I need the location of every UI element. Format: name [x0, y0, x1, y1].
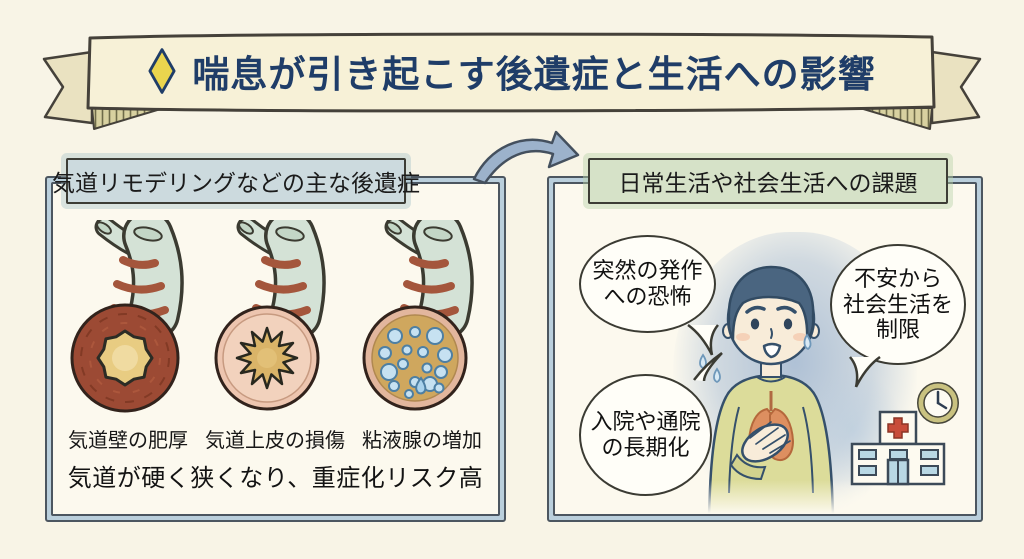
- page-title: 喘息が引き起こす後遺症と生活への影響: [192, 54, 876, 95]
- bubble-text: 制限: [875, 317, 920, 343]
- airway-mucus-glands-icon: [362, 220, 474, 411]
- bubble-text: 社会生活を: [842, 291, 953, 317]
- figure-label-mucus-glands: 粘液腺の増加: [362, 430, 482, 452]
- aftereffects-panel-body: 気道壁の肥厚 気道上皮の損傷 粘液腺の増加 気道が硬く狭くなり、重症化リスク高: [51, 182, 500, 516]
- aftereffects-panel: 気道壁の肥厚 気道上皮の損傷 粘液腺の増加 気道が硬く狭くなり、重症化リスク高: [45, 176, 506, 522]
- left-panel-header: 気道リモデリングなどの主な後遺症: [52, 158, 420, 204]
- speech-bubble-sudden-attack: 突然の発作 への恐怖: [579, 235, 716, 333]
- bubble-tail-icon: [687, 324, 719, 356]
- airway-thickened-wall-icon: [70, 220, 184, 413]
- figure-label-thickened-wall: 気道壁の肥厚: [68, 430, 188, 452]
- figure-label-damaged-epithelium: 気道上皮の損傷: [205, 430, 345, 452]
- bubble-text: 不安から: [853, 265, 942, 291]
- hospital-icon: [850, 410, 946, 486]
- curved-arrow-icon: [472, 130, 580, 185]
- speech-bubble-social-limit: 不安から 社会生活を 制限: [830, 244, 966, 365]
- speech-bubble-hospital-stay: 入院や通院 の長期化: [579, 374, 712, 496]
- clock-icon: [917, 382, 959, 424]
- aftereffects-summary: 気道が硬く狭くなり、重症化リスク高: [67, 465, 484, 492]
- life-impact-panel: 突然の発作 への恐怖 不安から 社会生活を 制限 入院や通院 の長期化: [547, 176, 983, 522]
- right-panel-header: 日常生活や社会生活への課題: [588, 158, 948, 204]
- watercolor-fade: [689, 480, 865, 514]
- bubble-text: への恐怖: [603, 284, 692, 309]
- bubble-text: 突然の発作: [592, 258, 703, 284]
- diamond-icon: [148, 48, 176, 94]
- banner-title: 喘息が引き起こす後遺症と生活への影響: [90, 42, 934, 100]
- bubble-text: の長期化: [601, 435, 690, 460]
- ribbon-banner: [42, 32, 982, 130]
- bubble-tail-icon: [693, 352, 723, 382]
- airway-damaged-epithelium-icon: [214, 220, 326, 411]
- bubble-text: 入院や通院: [590, 409, 701, 435]
- life-impact-panel-body: 突然の発作 への恐怖 不安から 社会生活を 制限 入院や通院 の長期化: [553, 182, 977, 516]
- bubble-tail-icon: [849, 356, 881, 388]
- worried-person-illustration: [699, 265, 835, 514]
